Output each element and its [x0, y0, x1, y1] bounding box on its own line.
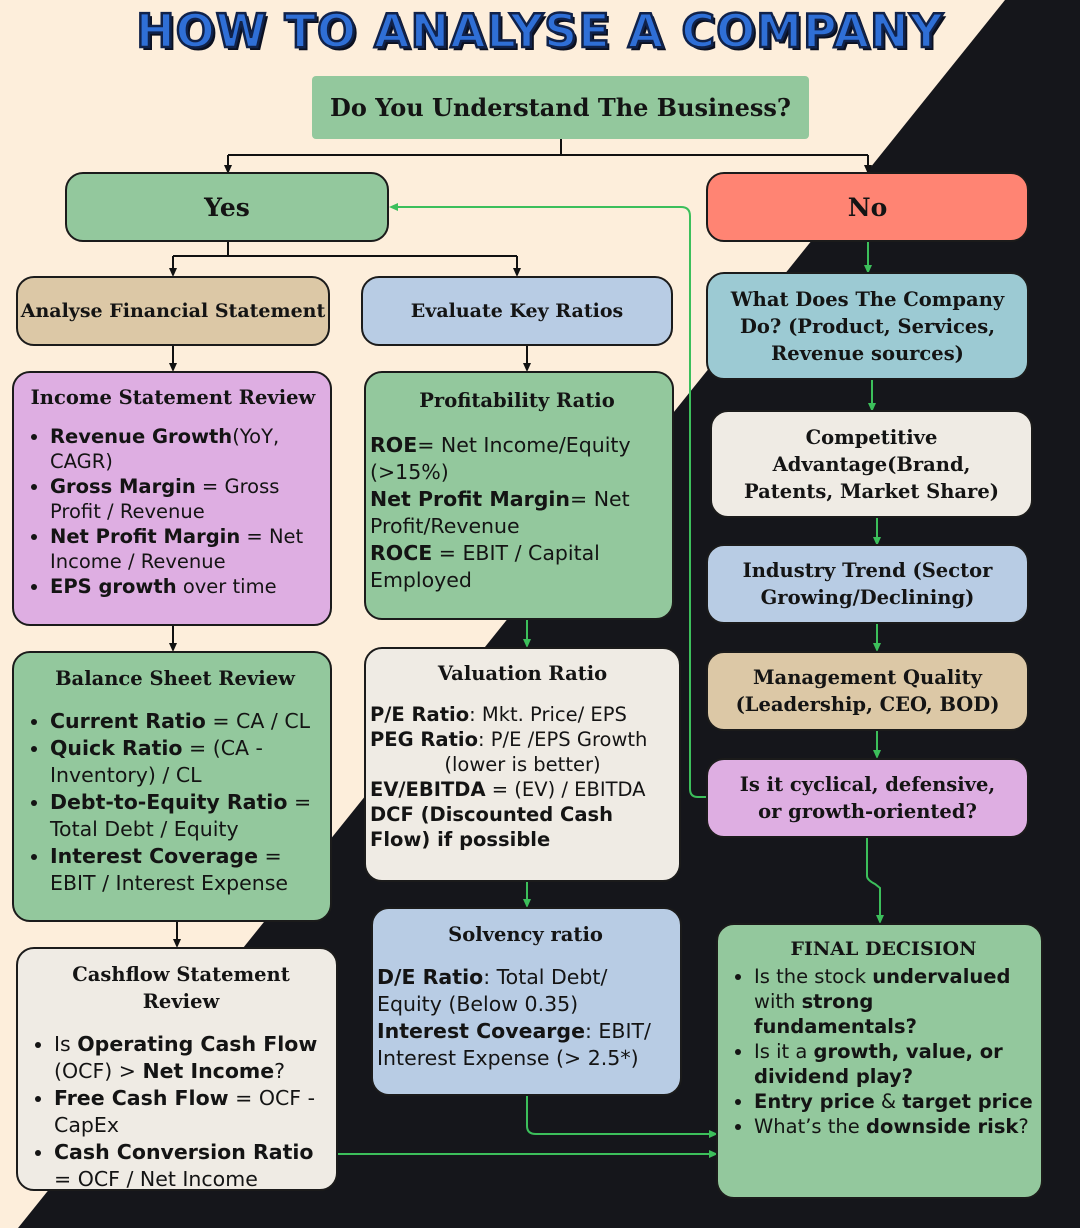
profitability-title: Profitability Ratio: [419, 389, 615, 412]
no-label: No: [847, 192, 888, 222]
income-list: Revenue Growth(YoY, CAGR) Gross Margin =…: [30, 424, 316, 599]
analyse-label: Analyse Financial Statement: [20, 300, 326, 322]
question-label: Do You Understand The Business?: [330, 93, 791, 122]
solvency-ratio-box: Solvency ratio D/E Ratio: Total Debt/ Eq…: [371, 907, 682, 1096]
valuation-line: PEG Ratio: P/E /EPS Growth: [370, 728, 648, 751]
yes-box: Yes: [65, 172, 389, 242]
analyse-financial-statement-box: Analyse Financial Statement: [16, 276, 330, 346]
solvency-line: Interest Covearge: EBIT/ Interest Expens…: [377, 1019, 651, 1070]
evaluate-label: Evaluate Key Ratios: [410, 300, 624, 322]
no-box: No: [706, 172, 1029, 242]
list-item: Quick Ratio = (CA - Inventory) / CL: [50, 735, 320, 789]
list-item: Is it a growth, value, or dividend play?: [754, 1039, 1035, 1089]
valuation-subline: (lower is better): [444, 753, 601, 776]
cashflow-title: Cashflow Statement Review: [72, 963, 290, 1013]
list-item: Free Cash Flow = OCF - CapEx: [54, 1085, 328, 1139]
cashflow-statement-box: Cashflow Statement Review Is Operating C…: [16, 947, 338, 1191]
management-label: Management Quality (Leadership, CEO, BOD…: [735, 666, 1000, 716]
yes-label: Yes: [204, 192, 250, 222]
list-item: EPS growth over time: [50, 574, 316, 599]
balance-title: Balance Sheet Review: [55, 667, 295, 690]
list-item: Current Ratio = CA / CL: [50, 708, 320, 735]
profitability-line: Net Profit Margin= Net Profit/Revenue: [370, 487, 630, 538]
question-box: Do You Understand The Business?: [312, 76, 809, 139]
list-item: Revenue Growth(YoY, CAGR): [50, 424, 316, 474]
valuation-line: P/E Ratio: Mkt. Price/ EPS: [370, 703, 627, 726]
solvency-line: D/E Ratio: Total Debt/ Equity (Below 0.3…: [377, 965, 608, 1016]
list-item: Is Operating Cash Flow (OCF) > Net Incom…: [54, 1031, 328, 1085]
competitive-label: Competitive Advantage(Brand, Patents, Ma…: [744, 425, 999, 503]
final-list: Is the stock undervalued with strong fun…: [732, 964, 1035, 1139]
balance-list: Current Ratio = CA / CL Quick Ratio = (C…: [30, 708, 320, 897]
income-statement-box: Income Statement Review Revenue Growth(Y…: [12, 371, 332, 626]
valuation-line: DCF (Discounted Cash Flow) if possible: [370, 803, 613, 851]
income-title: Income Statement Review: [30, 386, 316, 409]
cashflow-list: Is Operating Cash Flow (OCF) > Net Incom…: [34, 1031, 328, 1193]
competitive-advantage-box: Competitive Advantage(Brand, Patents, Ma…: [710, 410, 1033, 518]
final-decision-box: FINAL DECISION Is the stock undervalued …: [716, 923, 1043, 1199]
list-item: What’s the downside risk?: [754, 1114, 1035, 1139]
cyclical-box: Is it cyclical, defensive, or growth-ori…: [706, 758, 1029, 838]
page-title: HOW TO ANALYSE A COMPANY: [135, 3, 944, 60]
industry-label: Industry Trend (Sector Growing/Declining…: [742, 559, 993, 609]
valuation-title: Valuation Ratio: [437, 662, 608, 685]
list-item: Is the stock undervalued with strong fun…: [754, 964, 1035, 1039]
list-item: Net Profit Margin = Net Income / Revenue: [50, 524, 316, 574]
final-title: FINAL DECISION: [790, 938, 977, 960]
evaluate-key-ratios-box: Evaluate Key Ratios: [361, 276, 673, 346]
list-item: Entry price & target price: [754, 1089, 1035, 1114]
profitability-ratio-box: Profitability Ratio ROE= Net Income/Equi…: [364, 371, 674, 620]
list-item: Cash Conversion Ratio = OCF / Net Income: [54, 1139, 328, 1193]
balance-sheet-box: Balance Sheet Review Current Ratio = CA …: [12, 651, 332, 922]
list-item: Debt-to-Equity Ratio = Total Debt / Equi…: [50, 789, 320, 843]
what-company-does-box: What Does The Company Do? (Product, Serv…: [706, 272, 1029, 380]
cyclical-label: Is it cyclical, defensive, or growth-ori…: [739, 773, 996, 823]
valuation-line: EV/EBITDA = (EV) / EBITDA: [370, 778, 646, 801]
valuation-ratio-box: Valuation Ratio P/E Ratio: Mkt. Price/ E…: [364, 647, 681, 882]
list-item: Gross Margin = Gross Profit / Revenue: [50, 474, 316, 524]
profitability-line: ROE= Net Income/Equity (>15%): [370, 433, 631, 484]
list-item: Interest Coverage = EBIT / Interest Expe…: [50, 843, 320, 897]
management-quality-box: Management Quality (Leadership, CEO, BOD…: [706, 651, 1029, 731]
what-label: What Does The Company Do? (Product, Serv…: [730, 287, 1005, 365]
solvency-title: Solvency ratio: [448, 923, 603, 946]
profitability-line: ROCE = EBIT / Capital Employed: [370, 541, 600, 592]
industry-trend-box: Industry Trend (Sector Growing/Declining…: [706, 544, 1029, 624]
